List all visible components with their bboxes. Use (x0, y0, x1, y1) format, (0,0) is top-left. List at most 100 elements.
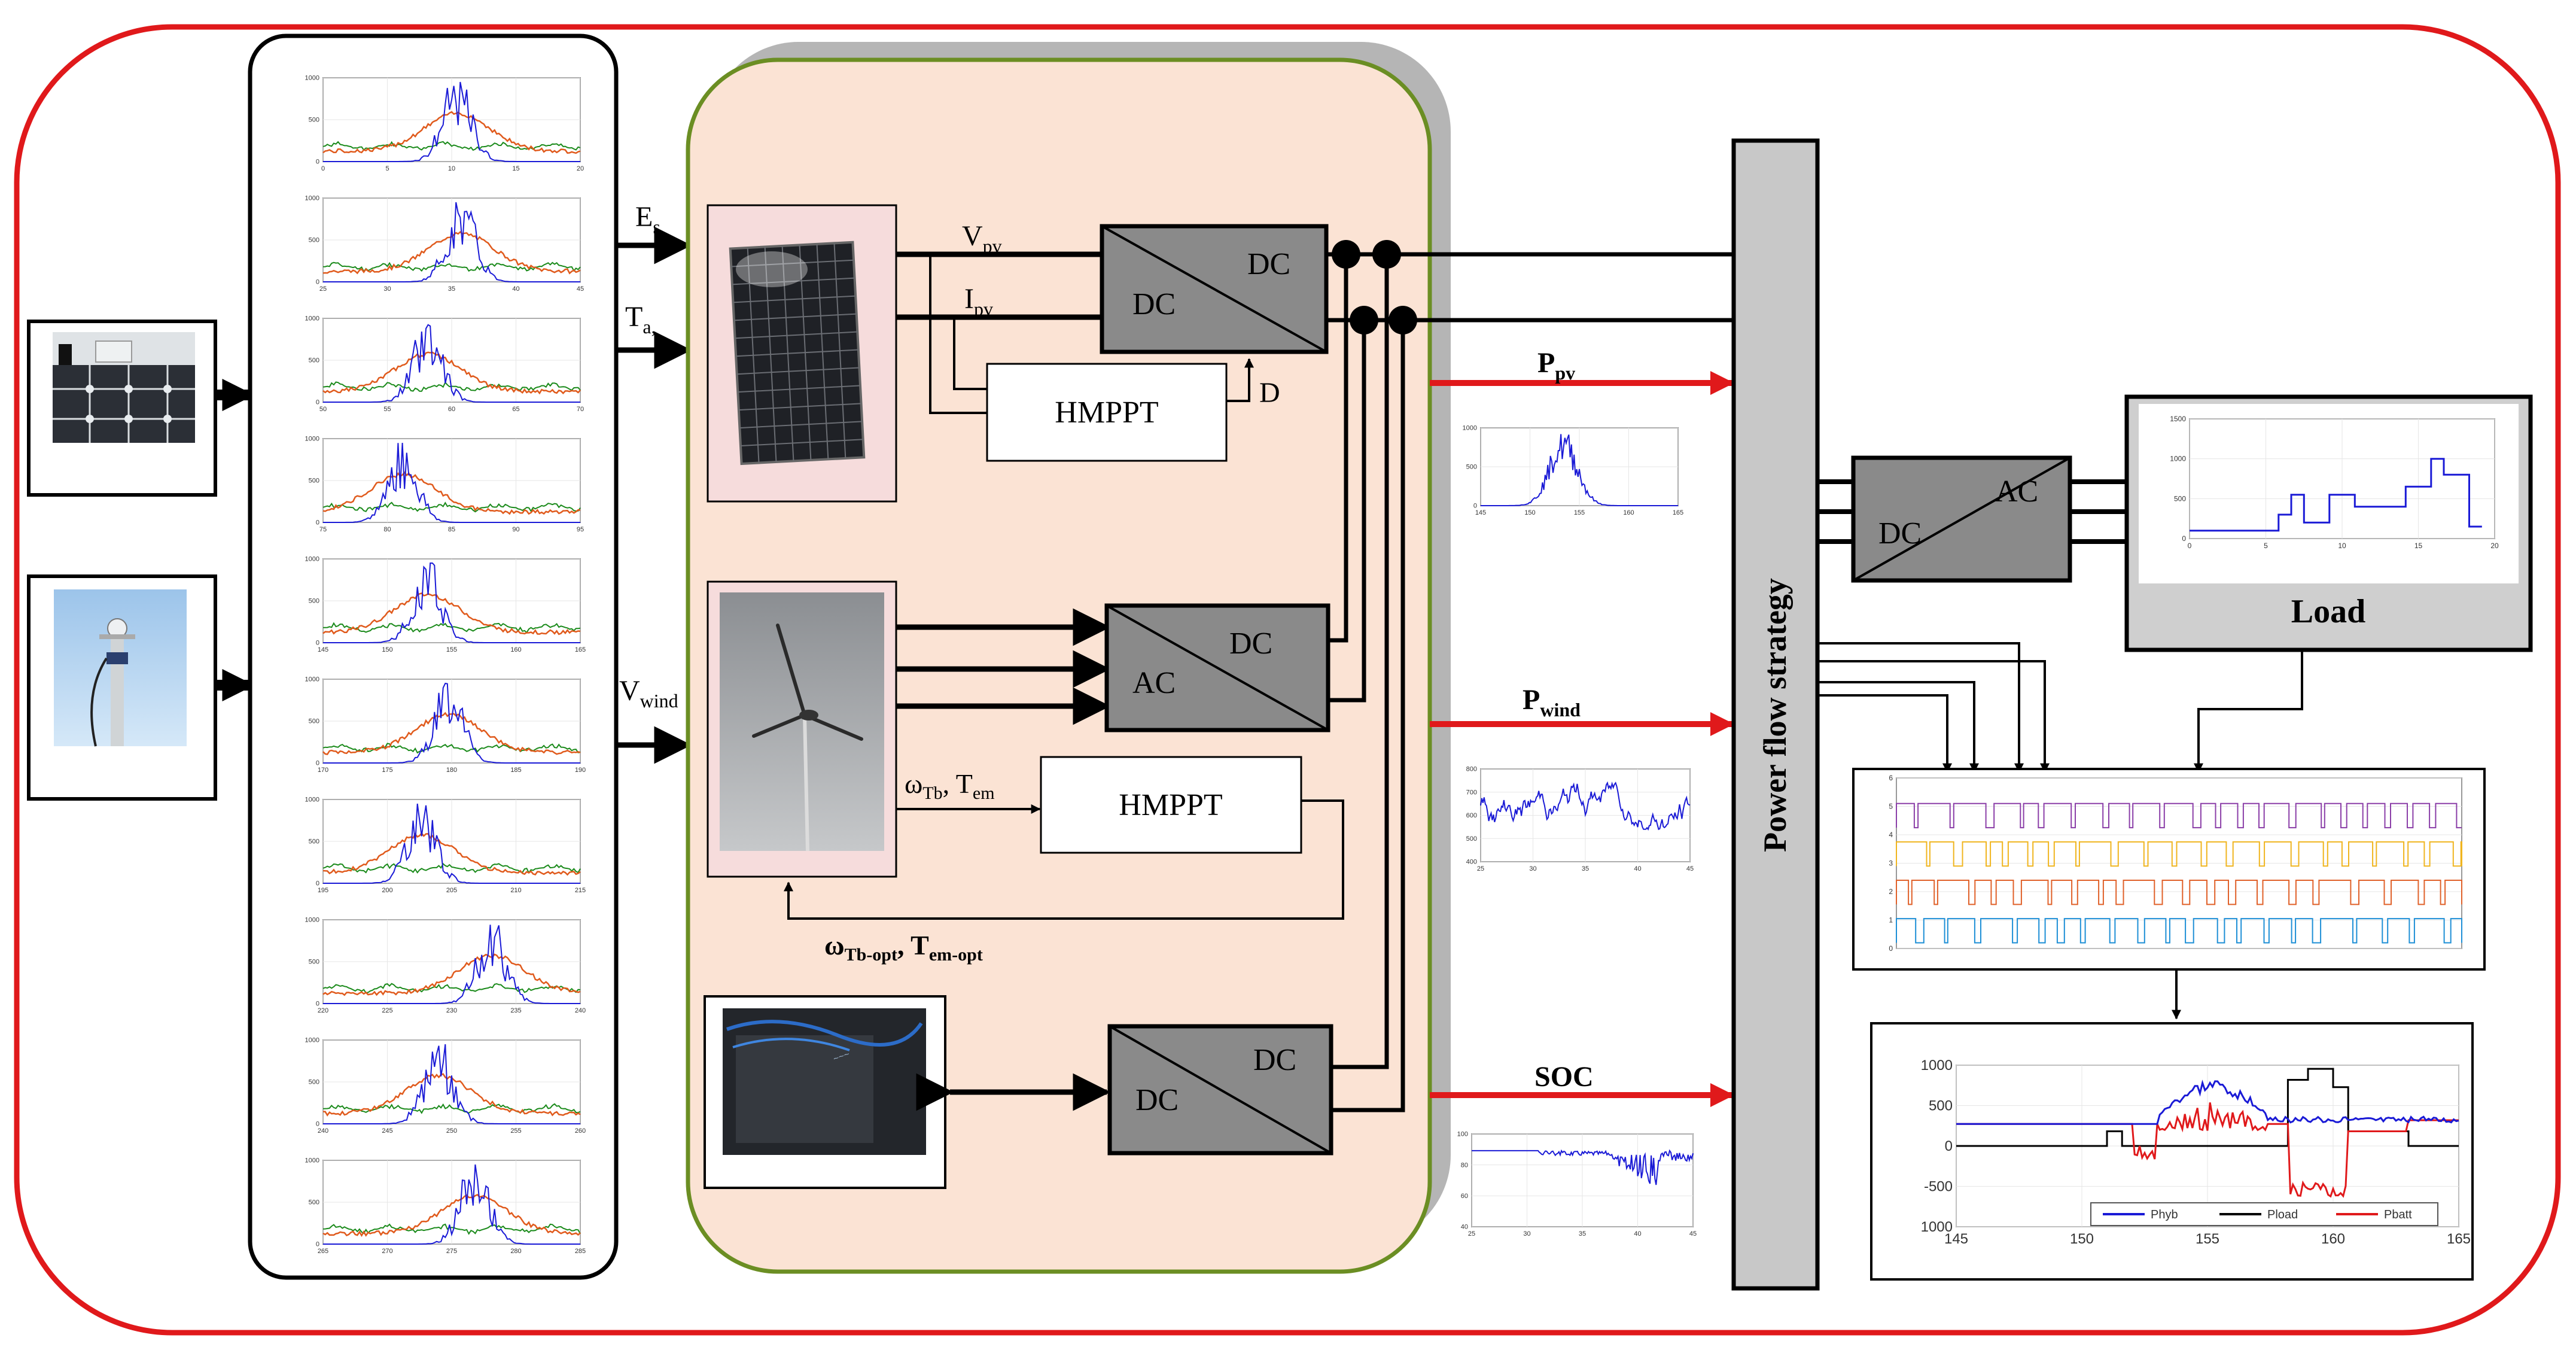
input-chart-orange-line (322, 111, 581, 154)
load-chart-y-tick: 0 (2182, 534, 2186, 543)
switch-signal-line (1896, 802, 2462, 829)
battery-converter-right-label: DC (1253, 1043, 1296, 1077)
wind-turbine-photo (707, 580, 897, 878)
load-chart-x-tick: 5 (2264, 542, 2268, 550)
irradiance-sub: s (653, 216, 660, 238)
input-chart-y-tick: 500 (309, 1199, 319, 1206)
input-chart-x-tick: 160 (510, 646, 521, 653)
input-chart-y-tick: 500 (309, 598, 319, 605)
input-chart-x-tick: 90 (512, 526, 519, 533)
switch-chart-y-tick: 4 (1889, 831, 1893, 839)
pwind-chart-x-tick: 35 (1582, 865, 1589, 872)
wind-feedback-omega: ω (824, 930, 845, 960)
input-chart-x-tick: 50 (319, 406, 327, 413)
input-chart-y-tick: 1000 (305, 436, 319, 443)
wind-mppt-label: HMPPT (1119, 788, 1222, 822)
input-chart-orange-line (322, 471, 581, 515)
input-chart-irradiance-line (323, 442, 580, 523)
dc-bus-junctions (1332, 240, 1417, 335)
switch-signal-line (1896, 880, 2462, 905)
input-chart-y-tick: 1000 (305, 315, 319, 323)
switch-signal-line (1896, 841, 2462, 867)
input-signal-arrows (616, 226, 692, 764)
input-chart-orange-line (322, 592, 581, 636)
soc-label: SOC (1534, 1061, 1594, 1093)
input-chart-x-tick: 85 (448, 526, 455, 533)
pwind-label: P (1523, 684, 1540, 716)
load-chart-x-tick: 15 (2414, 542, 2423, 550)
input-chart-y-tick: 1000 (305, 1157, 319, 1165)
input-chart-y-tick: 500 (309, 357, 319, 364)
wind-converter-in-label: AC (1132, 666, 1176, 700)
switch-chart-y-tick: 1 (1889, 916, 1893, 925)
input-chart-x-tick: 285 (575, 1248, 586, 1255)
ppv-chart-x-tick: 165 (1673, 509, 1683, 516)
load-chart-y-tick: 500 (2174, 494, 2186, 503)
input-chart-y-tick: 0 (316, 1001, 319, 1008)
ppv-sub: pv (1555, 362, 1575, 384)
pwind-chart-y-tick: 700 (1466, 789, 1477, 796)
pv-mppt-wiring (929, 254, 1254, 414)
soc-chart-x-tick: 35 (1579, 1230, 1586, 1238)
input-chart-x-tick: 70 (577, 406, 584, 413)
result-chart-y-tick: 1000 (1921, 1057, 1953, 1074)
input-chart-irradiance-line (323, 682, 580, 764)
input-chart-x-tick: 45 (577, 285, 584, 293)
svg-text:Pwind: Pwind (1523, 684, 1581, 720)
load-chart-y-tick: 1000 (2170, 455, 2186, 463)
legend-label: Pbatt (2384, 1208, 2412, 1221)
svg-text:ωTb, Tem: ωTb, Tem (905, 768, 995, 803)
dcac-inverter: DC AC (1851, 455, 2072, 583)
input-chart-x-tick: 190 (575, 767, 586, 774)
pwind-chart-y-tick: 600 (1466, 812, 1477, 819)
input-chart-irradiance-line (323, 563, 580, 643)
input-chart-x-tick: 245 (382, 1127, 392, 1135)
input-chart-x-tick: 235 (510, 1007, 521, 1014)
power-signal-arrows (1430, 371, 1734, 1107)
input-chart-temperature-line (322, 501, 581, 513)
ppv-chart-y-tick: 1000 (1463, 425, 1477, 432)
pv-dcdc-converter: DC DC (1100, 224, 1329, 354)
result-chart-x-tick: 160 (2321, 1231, 2345, 1247)
switching-wiring (1817, 642, 2303, 1020)
input-chart-x-tick: 155 (446, 646, 457, 653)
soc-line (1472, 1149, 1694, 1185)
wind-mppt-wiring (784, 799, 1344, 920)
wind-speed-sub: wind (640, 690, 678, 712)
irradiance-label: E (635, 201, 653, 233)
wind-inputs-omega-sub: Tb (922, 783, 942, 803)
input-chart-irradiance-line (323, 202, 580, 282)
battery-photo: ~~~ (704, 995, 946, 1189)
soc-chart-y-tick: 40 (1461, 1224, 1468, 1231)
ppv-label: P (1537, 347, 1555, 379)
input-chart-x-tick: 55 (383, 406, 391, 413)
wind-sensor-photo (27, 574, 217, 801)
pwind-sub: wind (1540, 699, 1581, 720)
outer-frame (14, 24, 2561, 1336)
input-chart-orange-line (322, 712, 581, 755)
input-chart-x-tick: 270 (382, 1248, 392, 1255)
soc-chart-x-tick: 45 (1689, 1230, 1697, 1238)
input-chart-x-tick: 185 (510, 767, 521, 774)
input-chart-x-tick: 75 (319, 526, 327, 533)
input-chart-orange-line (322, 351, 581, 395)
wind-inputs-omega: ω (905, 768, 922, 799)
wind-inputs-torque-sub: em (973, 783, 995, 803)
wind-feedback-torque: , T (897, 930, 929, 960)
wind-mppt-block: HMPPT (1040, 756, 1302, 854)
input-chart-x-tick: 230 (446, 1007, 457, 1014)
input-chart-x-tick: 60 (448, 406, 455, 413)
input-chart-x-tick: 255 (510, 1127, 521, 1135)
soc-chart-y-tick: 80 (1461, 1162, 1468, 1169)
result-chart-y-tick: 500 (1929, 1098, 1953, 1114)
input-chart-x-tick: 40 (512, 285, 519, 293)
input-chart-x-tick: 145 (318, 646, 328, 653)
